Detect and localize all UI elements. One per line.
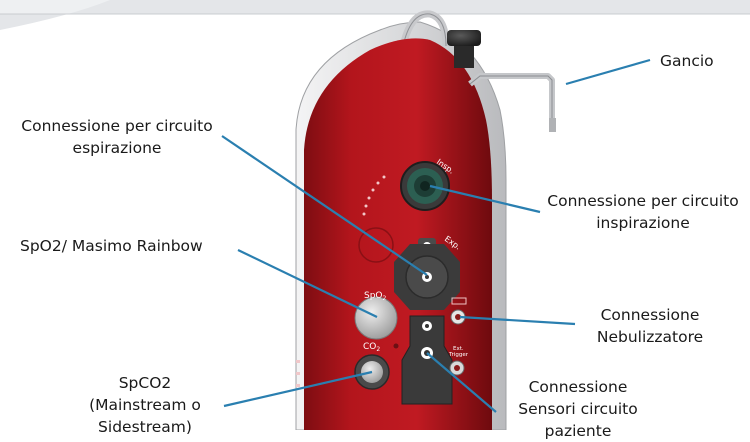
- label-inspirazione-line1: Connessione per circuito: [547, 192, 739, 210]
- label-sensori: Connessione Sensori circuito paziente: [508, 376, 648, 442]
- leader-spco2: [223, 370, 373, 408]
- leader-lines: [221, 58, 651, 413]
- ventilator-diagram: Insp. Exp. SpO2 Ext. Trigger: [0, 0, 750, 430]
- spo2-mark-text: SpO: [364, 291, 383, 301]
- leader-sensori: [426, 352, 497, 413]
- label-nebulizzatore-line1: Connessione: [600, 306, 700, 324]
- spo2-port: [354, 296, 398, 340]
- label-spco2-line3: Sidestream): [98, 418, 192, 436]
- spo2-mark: SpO2: [364, 291, 387, 302]
- label-spco2-line1: SpCO2: [118, 374, 172, 392]
- label-sensori-line3: paziente: [544, 422, 612, 440]
- indicator-dots: [362, 175, 386, 216]
- label-espirazione-line1: Connessione per circuito: [21, 117, 213, 135]
- label-spo2: SpO2/ Masimo Rainbow: [20, 235, 203, 257]
- inspiration-port: [400, 161, 450, 211]
- label-sensori-line1: Connessione: [528, 378, 628, 396]
- top-loop: [400, 10, 450, 47]
- hook: [468, 73, 556, 132]
- co2-mark-text: CO: [363, 342, 376, 352]
- co2-led: [393, 343, 399, 349]
- sensor-connector: [401, 315, 453, 405]
- label-spo2-text: SpO2/ Masimo Rainbow: [20, 237, 203, 255]
- spo2-mark-sub: 2: [383, 295, 387, 302]
- label-spco2-line2: (Mainstream o: [89, 396, 201, 414]
- label-nebulizzatore: Connessione Nebulizzatore: [580, 304, 720, 348]
- label-sensori-line2: Sensori circuito: [518, 400, 638, 418]
- label-espirazione: Connessione per circuito espirazione: [14, 115, 220, 159]
- device-body: [304, 38, 492, 430]
- ext-mark: Ext.: [453, 346, 464, 352]
- label-gancio: Gancio: [660, 50, 714, 72]
- label-espirazione-line2: espirazione: [72, 139, 162, 157]
- trigger-mark: Trigger: [448, 352, 469, 358]
- nebulizer-port: [450, 297, 467, 325]
- label-gancio-text: Gancio: [660, 52, 714, 70]
- header-strip: [0, 0, 750, 30]
- label-inspirazione: Connessione per circuito inspirazione: [540, 190, 746, 234]
- label-inspirazione-line2: inspirazione: [596, 214, 690, 232]
- leader-inspirazione: [429, 184, 541, 214]
- label-nebulizzatore-line2: Nebulizzatore: [596, 328, 704, 346]
- blank-cap: [358, 227, 394, 263]
- leader-espirazione: [221, 135, 428, 276]
- co2-mark: CO2: [363, 342, 380, 353]
- co2-mark-sub: 2: [376, 346, 380, 353]
- leader-gancio: [565, 58, 651, 86]
- leader-nebulizzatore: [459, 315, 576, 326]
- ext-trigger-port: [449, 360, 465, 376]
- adjustment-knob: [447, 30, 481, 68]
- label-spco2: SpCO2 (Mainstream o Sidestream): [80, 372, 210, 438]
- side-vents: [296, 360, 300, 387]
- leader-spo2: [237, 249, 378, 318]
